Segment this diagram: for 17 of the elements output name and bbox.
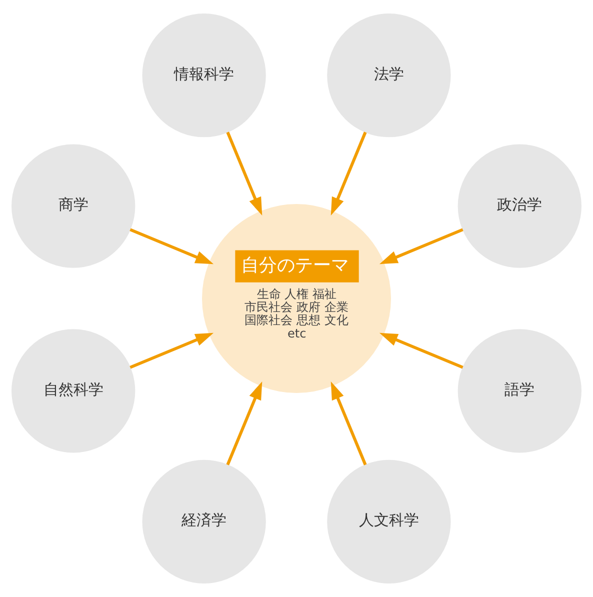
arrow: [226, 381, 262, 466]
arrow: [130, 332, 214, 369]
arrow: [330, 381, 367, 466]
arrow: [130, 228, 214, 264]
arrow: [379, 332, 464, 369]
node-circle: 人文科学: [327, 460, 451, 584]
node-circle: 自然科学: [12, 329, 136, 453]
node-circle: 自分のテーマ 生命 人権 福祉 市民社会 政府 企業 国際社会 思想 文化 etc: [202, 204, 392, 393]
node-circle: 政治学: [458, 144, 582, 268]
node-circle: 語学: [458, 329, 582, 453]
node-circle: 情報科学: [142, 14, 266, 138]
node-circle: 法学: [327, 14, 451, 138]
arrow: [379, 228, 464, 264]
arrow: [226, 132, 262, 216]
node-circle: 経済学: [142, 460, 266, 584]
arrow: [330, 132, 367, 216]
node-circle: 商学: [12, 144, 136, 268]
